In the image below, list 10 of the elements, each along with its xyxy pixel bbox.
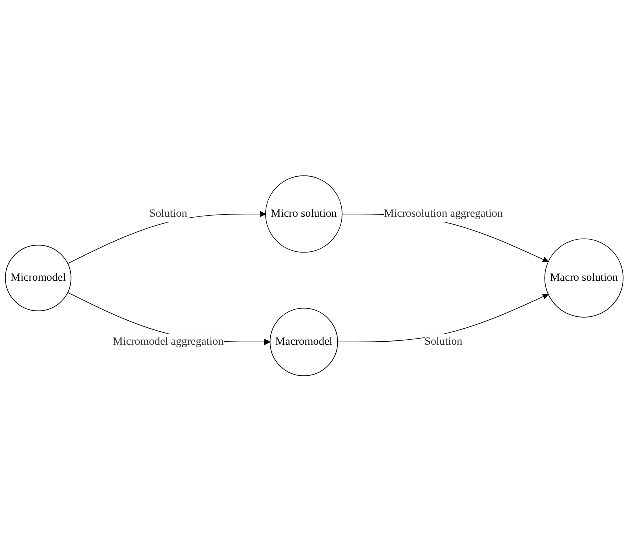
node-circle: Micromodel xyxy=(5,245,72,312)
edge-label: Microsolution aggregation xyxy=(384,208,504,220)
edge-label: Micromodel aggregation xyxy=(113,336,224,348)
node-circle: Macromodel xyxy=(270,308,338,376)
edge-label: Solution xyxy=(150,208,188,220)
arrow xyxy=(338,294,549,343)
node-circle: Macro solution xyxy=(544,238,624,318)
edge-label: Solution xyxy=(424,336,463,348)
arrow xyxy=(68,211,266,264)
node-circle: Micro solution xyxy=(265,176,343,253)
